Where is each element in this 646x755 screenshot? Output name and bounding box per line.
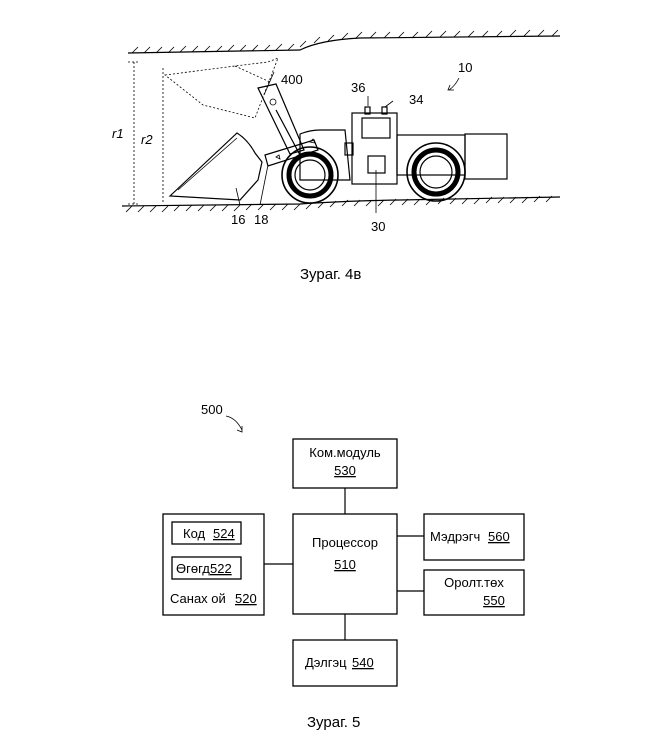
data-number: 522 [210, 561, 232, 576]
label-30: 30 [371, 219, 385, 234]
rear-wheel [406, 142, 466, 202]
sensor-block: Мэдрэгч 560 [423, 513, 525, 561]
label-16: 16 [231, 212, 245, 227]
loader-drawing: 10 400 36 34 r1 r2 16 18 30 [112, 29, 561, 234]
input-device-name: Оролт.төх [444, 575, 504, 590]
label-10: 10 [458, 60, 472, 75]
input-device-block: Оролт.төх 550 [423, 569, 525, 616]
processor-block: Процессор 510 [292, 513, 398, 615]
sensor-name: Мэдрэгч [430, 529, 480, 544]
roof-hatching [131, 29, 559, 54]
block-diagram: 500 Ком.модуль 530 Процессор 510 Мэдрэгч… [162, 402, 525, 687]
label-18: 18 [254, 212, 268, 227]
label-r2: r2 [141, 132, 153, 147]
memory-name: Санах ой [170, 591, 226, 606]
label-r1: r1 [112, 126, 124, 141]
bucket-lowered [168, 132, 263, 201]
tunnel-floor [121, 196, 561, 207]
memory-block: Код 524 Өгөгд 522 Санах ой 520 [162, 513, 265, 616]
loader-front-chassis [299, 129, 351, 181]
sensor-34-icon [381, 106, 388, 115]
sensor-36-icon [364, 106, 371, 115]
code-name: Код [183, 526, 206, 541]
floor-hatching [125, 195, 553, 213]
sensor-number: 560 [488, 529, 510, 544]
label-500: 500 [201, 402, 223, 417]
bucket-raised [164, 57, 279, 119]
com-module-number: 530 [334, 463, 356, 478]
processor-number: 510 [334, 557, 356, 572]
lift-arm [257, 83, 305, 155]
display-name: Дэлгэц [305, 655, 347, 670]
display-block: Дэлгэц 540 [292, 639, 398, 687]
input-device-number: 550 [483, 593, 505, 608]
label-34: 34 [409, 92, 423, 107]
com-module-block: Ком.модуль 530 [292, 438, 398, 489]
memory-number: 520 [235, 591, 257, 606]
figure-5-caption: Зураг. 5 [307, 714, 360, 731]
data-name: Өгөгд [176, 561, 210, 576]
label-400: 400 [281, 72, 303, 87]
code-number: 524 [213, 526, 235, 541]
label-36: 36 [351, 80, 365, 95]
processor-name: Процессор [312, 535, 378, 550]
figure-4b-caption: Зураг. 4в [300, 266, 361, 283]
display-number: 540 [352, 655, 374, 670]
front-wheel [281, 146, 339, 204]
com-module-name: Ком.модуль [309, 445, 381, 460]
tunnel-roof [127, 35, 561, 54]
